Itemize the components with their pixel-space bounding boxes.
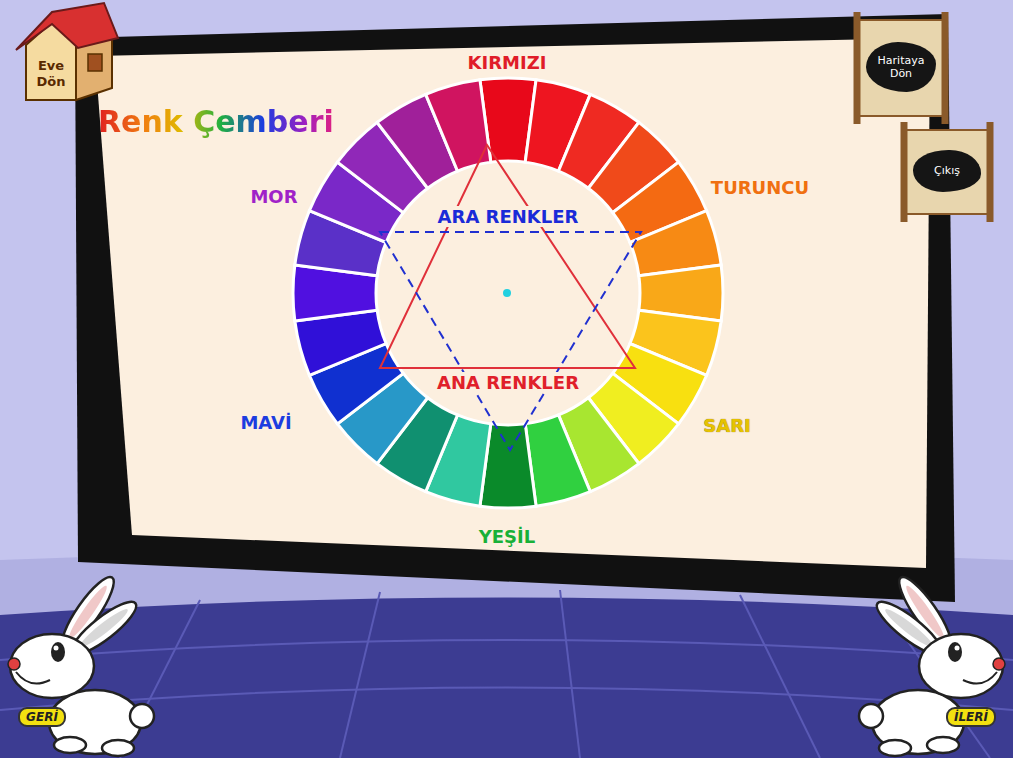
label-holder: ARA RENKLER — [434, 206, 583, 227]
button-label: İLERİ — [954, 710, 988, 724]
button: Çıkış — [913, 150, 981, 191]
color-label: KIRMIZI — [468, 52, 547, 73]
color-label: MOR — [250, 186, 297, 207]
color-label: ARA RENKLER — [434, 206, 583, 227]
color-wheel — [293, 78, 723, 508]
color-label: ANA RENKLER — [433, 372, 583, 393]
color-label: TURUNCU — [711, 177, 809, 198]
button: Eve Dön — [26, 57, 76, 90]
label-holder: SARI — [703, 415, 750, 436]
color-label: SARI — [703, 415, 750, 436]
button-label: Çıkış — [921, 164, 973, 177]
label-holder: TURUNCU — [711, 177, 809, 198]
map-sign — [857, 12, 945, 124]
label-holder: MOR — [250, 186, 297, 207]
color-label: YEŞİL — [479, 526, 535, 547]
button-label: GERİ — [26, 710, 58, 724]
floor-lines — [0, 590, 1013, 758]
title-holder: Renk Çemberi — [98, 104, 334, 139]
label-holder: YEŞİL — [479, 526, 535, 547]
color-label: MAVİ — [240, 412, 291, 433]
title: Renk Çemberi — [98, 104, 334, 139]
button-label: Haritaya Dön — [872, 54, 930, 80]
button: GERİ — [18, 707, 66, 727]
secondary-triangle — [380, 232, 641, 450]
exit-sign — [904, 122, 990, 222]
center-dot — [503, 289, 511, 297]
primary-triangle — [380, 145, 635, 368]
board-frame — [75, 14, 955, 602]
floor — [0, 598, 1013, 758]
label-holder: MAVİ — [240, 412, 291, 433]
house-icon — [16, 3, 118, 100]
board-surface — [95, 38, 930, 568]
label-holder: ANA RENKLER — [433, 372, 583, 393]
rabbit-left — [8, 571, 154, 756]
button-label: Eve Dön — [27, 58, 75, 89]
rabbit-right — [859, 571, 1005, 756]
button: Haritaya Dön — [866, 42, 936, 92]
label-holder: KIRMIZI — [468, 52, 547, 73]
button: İLERİ — [946, 707, 996, 727]
